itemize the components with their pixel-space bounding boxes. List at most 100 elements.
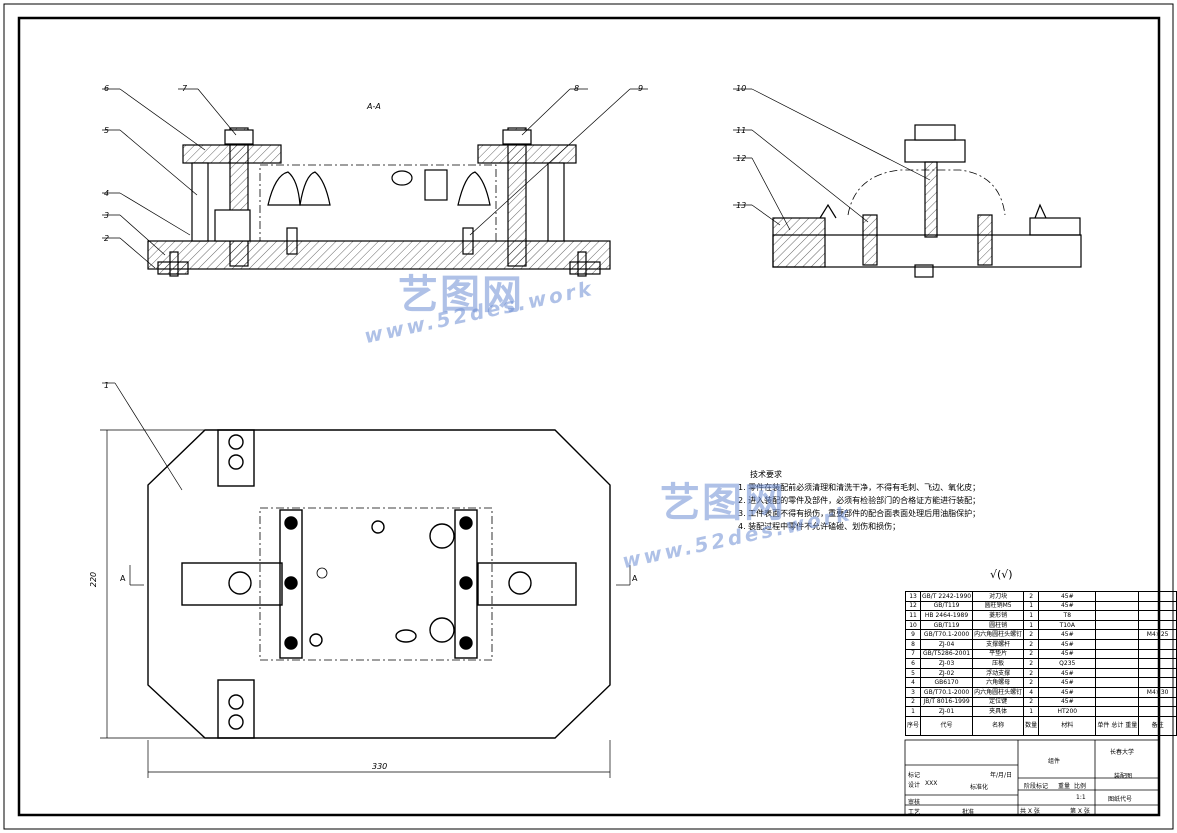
tb-process-label: 工艺 [908,809,921,816]
bom-cell: 菱形销 [972,610,1025,621]
tb-standardize-label: 标准化 [970,784,989,791]
tb-approve-label: 批准 [962,809,975,816]
bom-cell [1138,591,1177,602]
callout-2: 2 [104,234,109,243]
tb-drawing-no-label: 图纸代号 [1108,796,1133,803]
tech-requirement-3: 3. 工件表面不得有损伤，重要部件的配合面表面处理后用油脂保护； [738,509,981,518]
inner-border [17,16,1161,817]
callout-8: 8 [574,84,579,93]
bom-cell: 内六角圆柱头螺钉 [972,686,1025,698]
tb-design-label: 设计 [908,782,921,789]
bom-cell: 2 [1023,677,1040,688]
bom-cell [1095,677,1140,688]
bom-cell [1138,600,1177,612]
bom-cell: 2 [904,696,922,708]
callout-1: 1 [104,381,109,390]
roughness-symbol: √(√) [990,568,1013,581]
width-dimension: 330 [372,762,388,771]
callout-6: 6 [104,84,109,93]
bom-cell: GB/T70.1-2000 [920,629,974,640]
bom-cell: 6 [904,658,922,669]
bom-cell: 圆柱销 [972,619,1025,631]
bom-cell [1095,658,1140,669]
bom-cell: 定位键 [972,696,1025,708]
bom-cell [1138,610,1177,621]
tb-assembly: 组件 [1048,758,1061,765]
bom-cell: 9 [904,629,922,640]
bom-cell: M4×25 [1138,629,1177,640]
tb-revision-label: 标记 [908,772,921,779]
bom-cell: 2 [1023,696,1040,708]
title-block-grid [904,739,1160,816]
bom-cell [1138,619,1177,631]
bom-cell: GB/T5286-2001 [920,648,974,660]
bom-cell: 1 [1023,600,1040,612]
leader-lines [102,88,931,491]
bom-cell [1138,667,1177,679]
callout-5: 5 [104,126,109,135]
bom-header-cell: 名称 [972,715,1025,736]
bom-cell: 内六角圆柱头螺钉 [972,629,1025,640]
bom-header-cell: 备注 [1138,715,1177,736]
bom-cell: GB/T119 [920,619,974,631]
bom-cell: GB6170 [920,677,974,688]
bom-cell: 1 [1023,706,1040,717]
tb-sheet-no-label: 第 X 张 [1070,808,1090,815]
bom-cell [1095,706,1140,717]
bom-cell: ZJ-02 [920,667,974,679]
bom-cell: 11 [904,610,922,621]
bom-cell: 3 [904,686,922,698]
bom-cell: 8 [904,638,922,650]
callout-10: 10 [736,84,746,93]
bom-cell: GB/T 2242-1990 [920,591,974,602]
tb-school: 长春大学 [1110,749,1135,756]
bom-cell: 10 [904,619,922,631]
bom-cell: GB/T70.1-2000 [920,686,974,698]
bom-cell [1138,706,1177,717]
bom-cell: 1 [1023,619,1040,631]
tb-date-label: 年/月/日 [990,772,1013,779]
callout-3: 3 [104,211,109,220]
bom-cell [1095,696,1140,708]
bom-cell: 1 [1023,610,1040,621]
outer-border [3,3,1174,830]
callout-9: 9 [638,84,643,93]
bom-cell: 4 [1023,686,1040,698]
bom-cell: 2 [1023,629,1040,640]
tech-requirement-2: 2. 进入装配的零件及部件，必须有检验部门的合格证方能进行装配； [738,496,981,505]
bom-header-row: 序号代号名称数量材料单件 总计 重量备注 [904,715,1177,736]
technical-requirements: 技术要求 1. 零件在装配前必须清理和清洗干净，不得有毛刺、飞边、氧化皮； 2.… [738,468,980,533]
section-label: A-A [367,102,381,111]
bom-cell: 45# [1038,629,1097,640]
bom-cell: JB/T 8016-1999 [920,696,974,708]
bom-cell [1095,638,1140,650]
bom-cell: 支撑螺杆 [972,638,1025,650]
bom-cell: 2 [1023,638,1040,650]
bom-cell: 45# [1038,600,1097,612]
bom-cell: 浮动支撑 [972,667,1025,679]
bom-cell: 1 [904,706,922,717]
bom-header-cell: 数量 [1023,715,1040,736]
bom-cell: 对刀块 [972,591,1025,602]
bom-cell: 压板 [972,658,1025,669]
height-dimension: 220 [89,571,99,588]
section-marker-right: A [632,574,638,583]
tb-designer: XXX [925,780,938,787]
tb-stage-label: 阶段标记 [1024,783,1049,790]
bom-cell: 5 [904,667,922,679]
bom-cell: 夹具体 [972,706,1025,717]
bom-header-cell: 序号 [904,715,922,736]
bom-cell: 45# [1038,696,1097,708]
bom-cell: 平垫片 [972,648,1025,660]
bom-cell: 45# [1038,648,1097,660]
